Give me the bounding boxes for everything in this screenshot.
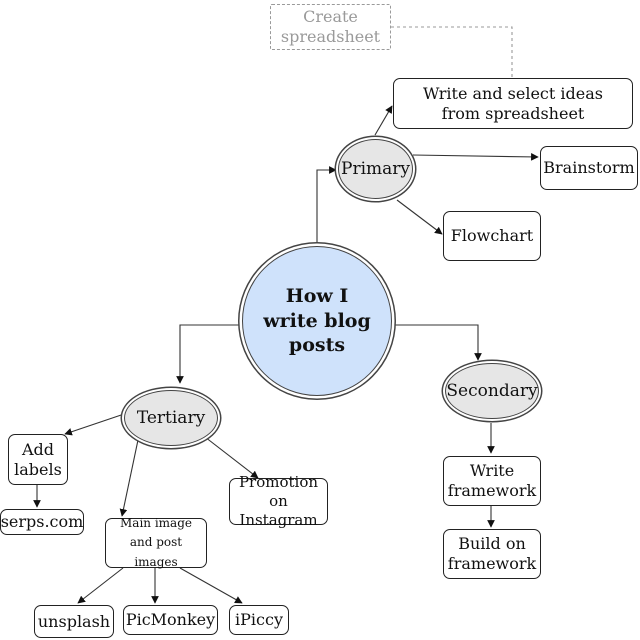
add-labels-label: Add labels bbox=[14, 439, 62, 479]
ipiccy-label: iPiccy bbox=[235, 610, 283, 629]
tertiary-label: Tertiary bbox=[136, 408, 206, 428]
main-image-node: Main image and post images bbox=[105, 516, 207, 569]
central-topic-label: How I write blog posts bbox=[263, 284, 371, 357]
edge-primary-brainstorm bbox=[412, 153, 539, 161]
write-framework-label: Write framework bbox=[447, 461, 537, 500]
promotion-node: Promotion on Instagram bbox=[229, 473, 328, 529]
write-framework-node: Write framework bbox=[443, 456, 541, 506]
secondary-label: Secondary bbox=[446, 381, 538, 401]
edge-primary-write bbox=[374, 105, 393, 136]
add-labels-node: Add labels bbox=[8, 434, 68, 485]
edge-mainimage-ipiccy bbox=[179, 567, 243, 604]
build-framework-node: Build on framework bbox=[443, 529, 541, 579]
primary-label: Primary bbox=[341, 159, 410, 179]
brainstorm-node: Brainstorm bbox=[540, 146, 638, 190]
create-spreadsheet-label: Create spreadsheet bbox=[280, 7, 381, 46]
picmonkey-node: PicMonkey bbox=[123, 605, 218, 635]
edge-tertiary-addlabels bbox=[64, 411, 131, 436]
secondary-node: Secondary bbox=[445, 363, 539, 419]
picmonkey-label: PicMonkey bbox=[125, 610, 216, 629]
build-framework-label: Build on framework bbox=[447, 534, 537, 573]
edge-primary-flowchart bbox=[396, 199, 443, 235]
edge-center-tertiary bbox=[176, 324, 244, 384]
promotion-label: Promotion on Instagram bbox=[238, 473, 319, 529]
edge-tertiary-mainimage bbox=[119, 439, 139, 517]
serps-label: serps.com bbox=[0, 512, 84, 531]
edge-center-primary bbox=[316, 166, 337, 245]
edge-mainimage-unsplash bbox=[77, 567, 124, 604]
unsplash-label: unsplash bbox=[37, 611, 111, 631]
create-spreadsheet-node: Create spreadsheet bbox=[270, 4, 391, 50]
flowchart-node: Flowchart bbox=[443, 211, 541, 261]
tertiary-node: Tertiary bbox=[124, 390, 218, 446]
serps-node: serps.com bbox=[0, 509, 84, 535]
main-image-label: Main image and post images bbox=[120, 516, 192, 569]
write-select-ideas-node: Write and select ideas from spreadsheet bbox=[393, 78, 633, 129]
brainstorm-label: Brainstorm bbox=[543, 158, 635, 177]
flowchart-label: Flowchart bbox=[450, 226, 534, 245]
write-select-ideas-label: Write and select ideas from spreadsheet bbox=[423, 83, 603, 123]
primary-node: Primary bbox=[338, 139, 413, 199]
unsplash-node: unsplash bbox=[34, 605, 114, 638]
ipiccy-node: iPiccy bbox=[229, 605, 289, 635]
edge-center-secondary bbox=[392, 324, 482, 361]
edge-tertiary-promotion bbox=[204, 436, 259, 479]
edge-create-spreadsheet bbox=[391, 26, 513, 78]
central-topic-node: How I write blog posts bbox=[242, 246, 392, 396]
